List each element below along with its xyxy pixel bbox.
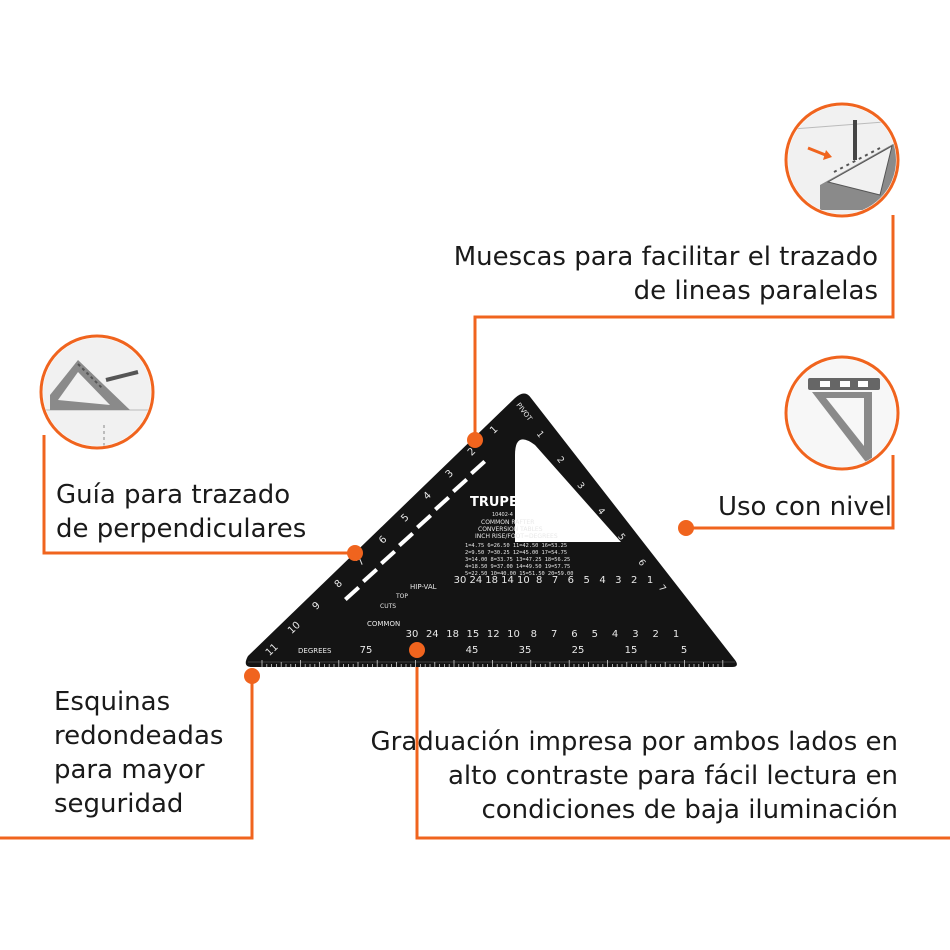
caption-line: Guía para trazado — [56, 480, 291, 510]
caption-line: Graduación impresa por ambos lados en — [370, 727, 898, 757]
degrees-scale-label: 35 — [519, 645, 532, 656]
right-edge-scale-label: 1 — [534, 429, 545, 440]
caption-line: Esquinas — [54, 687, 171, 717]
notches-connector-line — [473, 215, 895, 440]
cuts-label: CUTS — [380, 603, 396, 610]
hip-val-scale-label: 30 — [454, 575, 467, 586]
table-row: 3=14.00 8=33.75 13=47.25 18=56.25 — [465, 557, 570, 563]
notches-caption: Muescas para facilitar el trazado de lin… — [454, 240, 878, 308]
common-scale-label: 18 — [446, 629, 459, 640]
hip-val-label: HIP-VAL — [410, 583, 437, 591]
guide-caption: Guía para trazado de perpendiculares — [56, 478, 306, 546]
degrees-label: DEGREES — [298, 647, 332, 655]
table-row: 5=22.50 10=40.00 15=51.50 20=59.00 — [465, 571, 573, 577]
table-row: 2=9.50 7=30.25 12=45.00 17=54.75 — [465, 550, 567, 556]
hip-val-scale-label: 5 — [583, 575, 589, 586]
graduation-connector-line — [415, 650, 950, 840]
right-edge-scale-label: 5 — [615, 532, 626, 543]
degrees-scale-label: 75 — [360, 645, 373, 656]
caption-line: de lineas paralelas — [633, 276, 878, 306]
rafter-square: TRUPER 10402-4 COMMON RAFTER CONVERSION … — [245, 393, 737, 667]
hip-val-scale-label: 4 — [599, 575, 605, 586]
caption-line: Uso con nivel — [717, 492, 892, 522]
caption-line: condiciones de baja iluminación — [481, 795, 898, 825]
table-title-2: CONVERSION TABLES — [478, 526, 543, 533]
level-caption: Uso con nivel — [718, 490, 892, 524]
corners-connector-line — [0, 676, 254, 840]
common-scale-label: 24 — [426, 629, 439, 640]
table-row: 4=18.50 9=37.00 14=49.50 19=57.75 — [465, 564, 570, 570]
table-title-3: INCH RISE/FOOT=DEGREES — [475, 533, 558, 540]
hip-val-scale-label: 14 — [501, 575, 514, 586]
caption-line: de perpendiculares — [56, 514, 307, 544]
right-edge-scale-label: 6 — [636, 558, 648, 569]
caption-line: seguridad — [54, 789, 184, 819]
hip-val-scale-label: 1 — [647, 575, 653, 586]
right-edge-scale-label: 2 — [554, 455, 565, 466]
right-edge-scale-label: 4 — [595, 506, 607, 517]
hip-val-scale-label: 3 — [615, 575, 621, 586]
corners-dot — [244, 668, 260, 684]
level-connector-line — [686, 455, 895, 530]
common-scale-label: 5 — [592, 629, 598, 640]
notches-dot — [467, 432, 483, 448]
common-scale-label: 12 — [487, 629, 500, 640]
common-scale-label: 7 — [551, 629, 557, 640]
bottom-edge-ticks — [261, 660, 724, 667]
callout-dots — [244, 432, 694, 684]
right-edge-scale-label: 7 — [656, 583, 667, 594]
degrees-scale-label: 25 — [572, 645, 585, 656]
perpendicular-guide-thumbnail — [39, 334, 155, 450]
hip-val-scale-label: 2 — [631, 575, 637, 586]
table-row: 1=4.75 6=26.50 11=42.50 16=53.25 — [465, 543, 567, 549]
caption-line: redondeadas — [54, 721, 224, 751]
graduation-dot — [409, 642, 425, 658]
degrees-scale-label: 5 — [681, 645, 687, 656]
callout-connectors — [0, 215, 950, 840]
common-scale-label: 10 — [507, 629, 520, 640]
hip-val-scale-label: 24 — [469, 575, 482, 586]
right-edge-scale-label: 3 — [575, 481, 586, 492]
common-scale-label: 8 — [531, 629, 537, 640]
common-scale-label: 15 — [467, 629, 480, 640]
common-scale-label: 2 — [653, 629, 659, 640]
level-use-thumbnail — [784, 355, 900, 471]
caption-line: alto contraste para fácil lectura en — [448, 761, 898, 791]
top-label: TOP — [395, 593, 408, 600]
model-number: 10402-4 — [492, 512, 513, 518]
common-scale-label: 6 — [571, 629, 577, 640]
corners-caption: Esquinas redondeadas para mayor segurida… — [54, 685, 223, 821]
caption-line: Muescas para facilitar el trazado — [453, 242, 878, 272]
common-scale-label: 30 — [406, 629, 419, 640]
degrees-scale-label: 15 — [625, 645, 638, 656]
degrees-scale-label: 45 — [466, 645, 479, 656]
level-dot — [678, 520, 694, 536]
common-scale-label: 1 — [673, 629, 679, 640]
hip-val-scale-label: 7 — [552, 575, 558, 586]
guide-connector-line — [42, 435, 355, 555]
notch-marking-thumbnail — [784, 102, 900, 218]
graduation-caption: Graduación impresa por ambos lados en al… — [371, 725, 898, 827]
brand-logo: TRUPER — [470, 495, 528, 510]
hip-val-scale-label: 8 — [536, 575, 542, 586]
common-scale-label: 4 — [612, 629, 618, 640]
common-scale: 30 24 18 15 12 10 8 7 6 5 4 3 2 1 — [406, 629, 680, 640]
rafter-square-body — [245, 393, 737, 667]
hypotenuse-notches — [344, 459, 487, 601]
hip-val-scale-label: 6 — [568, 575, 574, 586]
caption-line: para mayor — [54, 755, 205, 785]
guide-dot — [347, 545, 363, 561]
hip-val-scale-label: 18 — [485, 575, 498, 586]
common-scale-label: 3 — [632, 629, 638, 640]
table-title-1: COMMON RAFTER — [481, 519, 534, 526]
common-label: COMMON — [367, 620, 400, 628]
hip-val-scale-label: 10 — [517, 575, 530, 586]
